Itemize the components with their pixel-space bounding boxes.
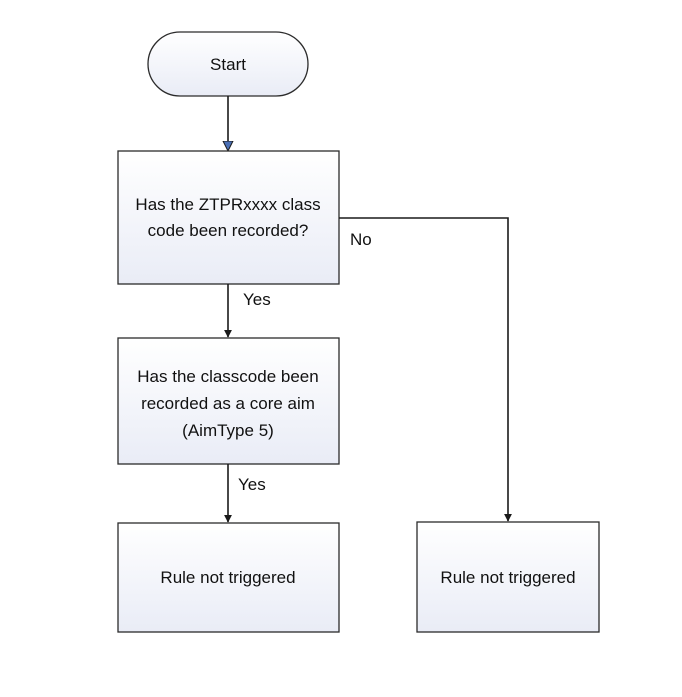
- start-node: Start: [147, 31, 309, 97]
- yes-label-1: Yes: [243, 290, 271, 309]
- end-right-node: Rule not triggered: [416, 521, 600, 633]
- decision1-line1: Has the ZTPRxxxx class: [135, 195, 320, 214]
- decision2-line2: recorded as a core aim: [141, 394, 315, 413]
- end-left-label: Rule not triggered: [160, 568, 295, 587]
- decision2-node: Has the classcode been recorded as a cor…: [117, 337, 340, 465]
- decision2-line1: Has the classcode been: [137, 367, 318, 386]
- end-right-label: Rule not triggered: [440, 568, 575, 587]
- yes-label-2: Yes: [238, 475, 266, 494]
- no-label: No: [350, 230, 372, 249]
- decision1-line2: code been recorded?: [148, 221, 309, 240]
- decision1-node: Has the ZTPRxxxx class code been recorde…: [117, 150, 340, 285]
- decision2-line3: (AimType 5): [182, 421, 274, 440]
- start-label: Start: [210, 55, 246, 74]
- arrow-no-branch: [339, 217, 512, 522]
- end-left-node: Rule not triggered: [117, 522, 340, 633]
